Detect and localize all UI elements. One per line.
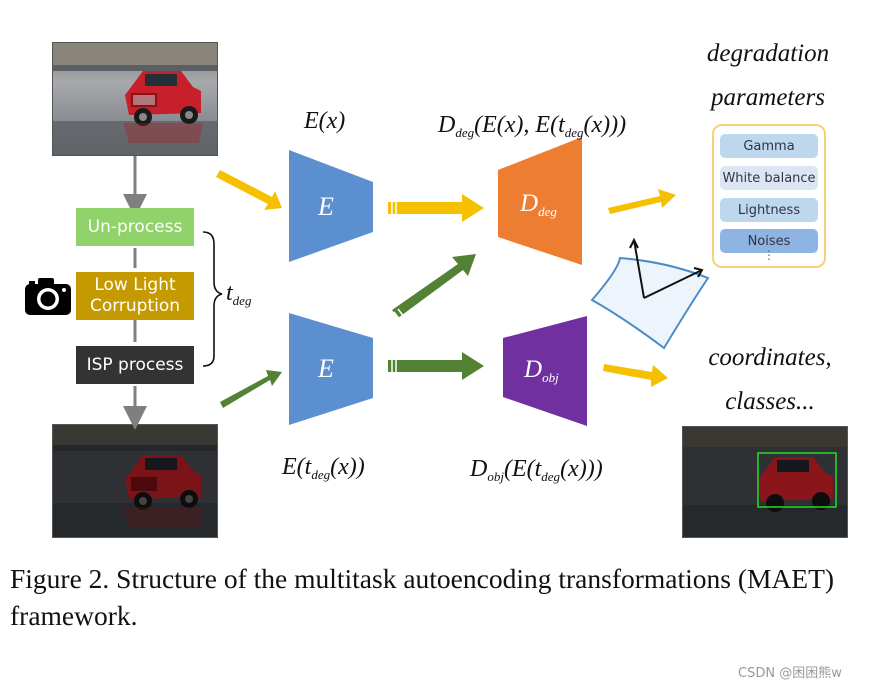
manifold-axes bbox=[629, 237, 704, 299]
car-photo bbox=[53, 425, 217, 537]
arrow-encoder-to-dobj bbox=[388, 352, 484, 380]
encoder-bottom bbox=[289, 313, 373, 425]
arrow-dobj-to-output bbox=[603, 364, 668, 387]
param-lightness: Lightness bbox=[720, 198, 818, 222]
output-photo-detection bbox=[682, 426, 848, 538]
expr-e-x: E(x) bbox=[304, 108, 346, 134]
encoder-bottom-label: E bbox=[318, 354, 334, 383]
bounding-box bbox=[757, 452, 837, 508]
yellow-arrows bbox=[216, 170, 676, 387]
decoder-deg-label: Ddeg bbox=[520, 190, 557, 219]
param-white-balance: White balance bbox=[720, 166, 818, 190]
degradation-label-1: degradation bbox=[706, 40, 830, 67]
expr-dobj: Dobj(E(tdeg(x))) bbox=[470, 456, 603, 484]
isp-block: ISP process bbox=[76, 346, 194, 384]
param-more-indicator: ⋮ bbox=[763, 248, 775, 262]
car-photo bbox=[683, 427, 847, 537]
arrow-encoder-to-ddeg bbox=[388, 194, 484, 222]
expr-ddeg: Ddeg(E(x), E(tdeg(x))) bbox=[438, 112, 627, 140]
encoder-top bbox=[289, 150, 373, 262]
arrow-photo-to-encoder bbox=[216, 170, 282, 210]
decoder-obj-label: Dobj bbox=[524, 356, 559, 385]
unprocess-block: Un-process bbox=[76, 208, 194, 246]
watermark: CSDN @困困熊w bbox=[738, 666, 842, 681]
parameter-manifold bbox=[590, 256, 710, 350]
tdeg-brace bbox=[202, 231, 223, 367]
input-photo-bright bbox=[52, 42, 218, 156]
degradation-parameter-panel: Gamma White balance Lightness Noises ⋮ bbox=[712, 124, 826, 268]
expr-e-tdeg: E(tdeg(x)) bbox=[282, 454, 365, 482]
low-light-label-2: Corruption bbox=[89, 296, 181, 316]
isp-label: ISP process bbox=[86, 354, 184, 375]
degradation-label-2: parameters bbox=[711, 84, 825, 111]
arrow-dark-photo-to-encoder bbox=[220, 370, 282, 408]
coordinates-label-2: classes... bbox=[725, 388, 815, 415]
arrow-ddeg-to-params bbox=[608, 189, 676, 214]
decoder-deg bbox=[498, 137, 582, 265]
param-noises: Noises bbox=[720, 229, 818, 253]
arrow-encoder-to-ddeg-diag bbox=[392, 254, 476, 318]
camera-icon bbox=[25, 278, 71, 315]
input-photo-dark bbox=[52, 424, 218, 538]
car-photo bbox=[53, 43, 217, 155]
encoder-top-label: E bbox=[318, 192, 334, 221]
low-light-label-1: Low Light bbox=[94, 275, 176, 295]
param-gamma: Gamma bbox=[720, 134, 818, 158]
tdeg-label: tdeg bbox=[226, 280, 252, 308]
decoder-obj bbox=[503, 316, 587, 426]
low-light-block: Low Light Corruption bbox=[76, 272, 194, 320]
coordinates-label-1: coordinates, bbox=[708, 344, 832, 371]
figure-caption: Figure 2. Structure of the multitask aut… bbox=[10, 563, 835, 631]
green-arrows bbox=[220, 254, 484, 408]
unprocess-label: Un-process bbox=[87, 216, 183, 237]
